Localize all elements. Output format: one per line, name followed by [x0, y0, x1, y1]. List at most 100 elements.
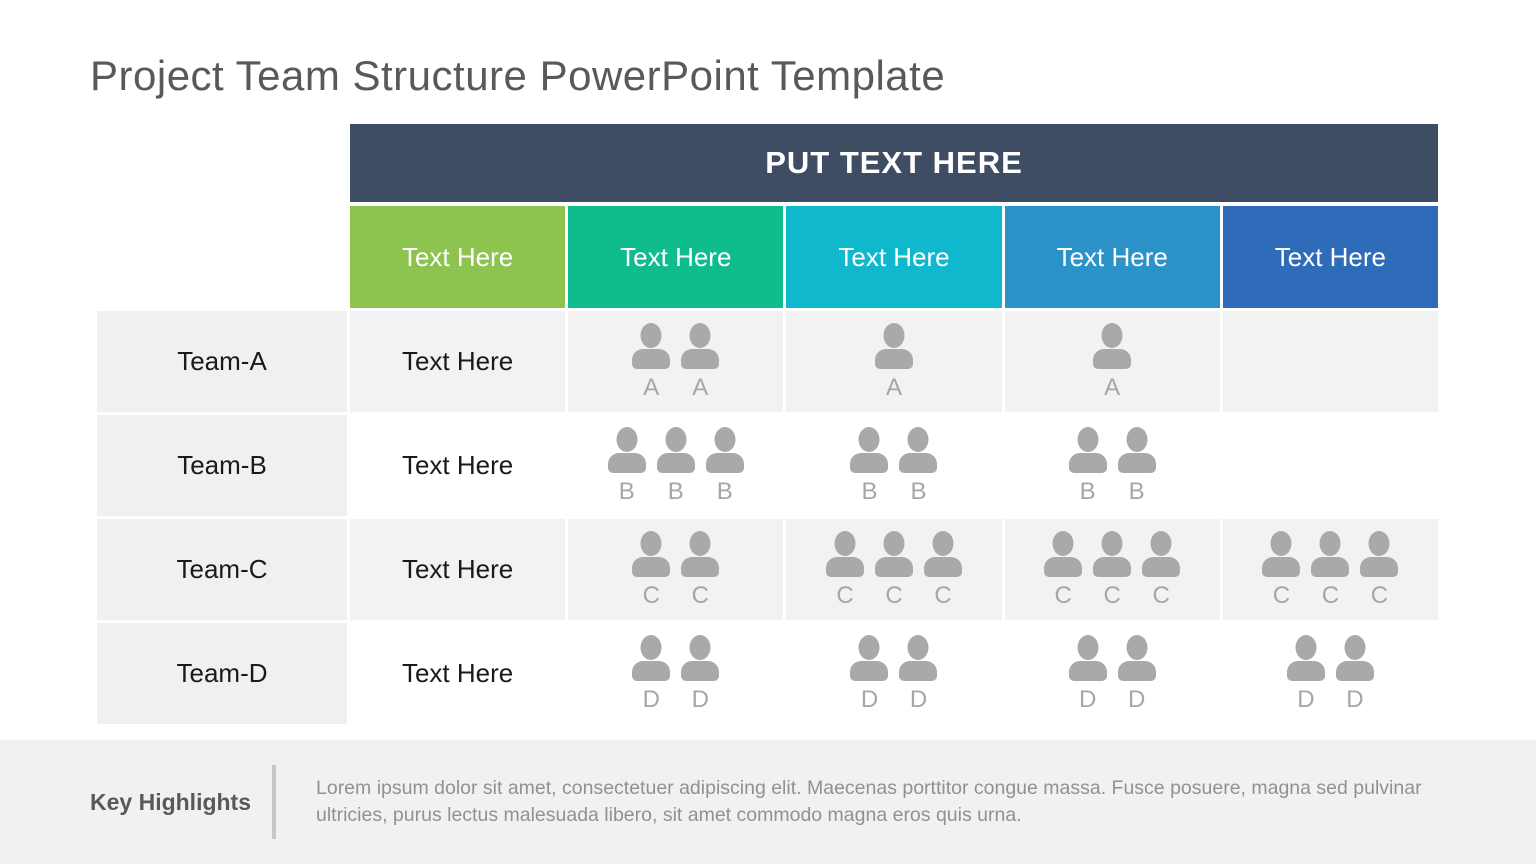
- page-title: Project Team Structure PowerPoint Templa…: [90, 52, 946, 99]
- person-letter: B: [910, 478, 927, 505]
- column-header-cell: Text Here: [786, 206, 1002, 308]
- text-cell: Text Here: [350, 623, 566, 724]
- person-unit: C: [681, 531, 720, 609]
- team-label: Team-A: [177, 346, 267, 376]
- column-header-cell: Text Here: [568, 206, 784, 308]
- person-unit: B: [1117, 427, 1156, 505]
- person-icon: [825, 531, 864, 577]
- people-cell: A A: [568, 311, 784, 412]
- person-unit: A: [632, 323, 671, 401]
- people-cell: [1222, 415, 1438, 516]
- person-icon: [705, 427, 744, 473]
- person-unit: A: [681, 323, 720, 400]
- person-unit: D: [1068, 635, 1107, 713]
- table-row: Team-D Text Here D D D D D D D D: [97, 623, 1438, 724]
- person-unit: D: [899, 635, 938, 713]
- people-cell: A: [786, 311, 1002, 412]
- person-icon: [1262, 531, 1301, 577]
- person-unit: C: [1311, 531, 1350, 609]
- person-icon: [1093, 323, 1132, 369]
- person-icon: [850, 427, 889, 473]
- table-row: Team-C Text Here C C C C C C C C C C: [97, 519, 1438, 620]
- person-letter: C: [836, 582, 854, 609]
- people-cell: [1222, 311, 1438, 412]
- people-cell: D D: [1222, 623, 1438, 724]
- column-header-label: Text Here: [1274, 241, 1387, 272]
- team-structure-table: PUT TEXT HERE Text Here Text Here Text H…: [97, 124, 1438, 724]
- person-icon: [1142, 531, 1181, 577]
- people-cell: B B: [786, 415, 1002, 516]
- person-letter: D: [1079, 686, 1097, 713]
- table-body: Team-A Text Here A A A A Team-B Text Her…: [97, 311, 1438, 724]
- person-icon: [1068, 427, 1107, 473]
- text-cell-label: Text Here: [401, 346, 514, 376]
- person-letter: C: [691, 582, 709, 609]
- person-unit: B: [607, 427, 646, 505]
- person-unit: B: [1068, 427, 1107, 504]
- vertical-divider: [272, 765, 276, 839]
- people-cell: B B: [1004, 415, 1220, 516]
- person-letter: C: [885, 582, 903, 609]
- person-letter: D: [1297, 686, 1315, 713]
- people-cell: C C C: [1222, 519, 1438, 620]
- person-unit: C: [1360, 531, 1399, 609]
- person-icon: [1044, 531, 1083, 577]
- team-label-cell: Team-C: [97, 519, 347, 620]
- person-letter: B: [618, 478, 635, 505]
- key-highlights-heading: Key Highlights: [90, 788, 252, 815]
- person-icon: [899, 635, 938, 681]
- person-letter: D: [860, 686, 879, 713]
- person-unit: C: [632, 531, 671, 609]
- column-header-cell: Text Here: [1222, 206, 1438, 308]
- column-header-label: Text Here: [838, 241, 950, 272]
- text-cell-label: Text Here: [401, 554, 514, 584]
- column-header-cell: Text Here: [1004, 206, 1220, 308]
- person-unit: D: [1286, 635, 1325, 713]
- people-cell: D D: [1004, 623, 1220, 724]
- person-icon: [1360, 531, 1399, 577]
- text-cell-label: Text Here: [401, 450, 514, 480]
- table-banner: PUT TEXT HERE: [350, 124, 1438, 202]
- person-letter: C: [934, 582, 952, 609]
- people-cell: D D: [786, 623, 1002, 724]
- person-icon: [874, 323, 913, 369]
- column-header-label: Text Here: [401, 241, 514, 272]
- people-cell: C C: [568, 519, 784, 620]
- person-letter: B: [1128, 478, 1145, 505]
- person-unit: C: [1262, 531, 1301, 608]
- person-icon: [1093, 531, 1132, 577]
- person-icon: [1117, 427, 1156, 473]
- person-unit: D: [632, 635, 671, 713]
- person-letter: C: [1152, 582, 1170, 609]
- person-unit: B: [850, 427, 889, 504]
- person-unit: B: [656, 427, 695, 505]
- text-cell: Text Here: [350, 311, 566, 412]
- person-icon: [632, 635, 671, 681]
- person-letter: C: [1321, 582, 1340, 609]
- person-letter: C: [1103, 582, 1121, 609]
- column-header-label: Text Here: [620, 241, 732, 272]
- person-icon: [1117, 635, 1156, 681]
- person-icon: [632, 531, 671, 577]
- person-letter: D: [909, 686, 928, 713]
- team-label-cell: Team-B: [97, 415, 347, 516]
- person-letter: D: [642, 686, 660, 713]
- person-letter: C: [642, 582, 660, 609]
- text-cell-label: Text Here: [401, 658, 514, 688]
- team-label: Team-B: [177, 450, 267, 480]
- person-letter: D: [1346, 686, 1364, 713]
- person-letter: C: [1370, 582, 1389, 609]
- team-label: Team-C: [176, 554, 268, 584]
- person-icon: [899, 427, 938, 473]
- key-highlights-section: Key Highlights Lorem ipsum dolor sit ame…: [0, 740, 1536, 864]
- person-unit: C: [923, 531, 962, 609]
- person-unit: A: [874, 323, 913, 401]
- person-letter: B: [667, 478, 684, 505]
- person-unit: C: [1142, 531, 1181, 609]
- person-icon: [1335, 635, 1374, 681]
- person-letter: A: [885, 374, 902, 401]
- person-letter: A: [643, 374, 660, 401]
- text-cell: Text Here: [350, 519, 566, 620]
- person-icon: [681, 531, 720, 577]
